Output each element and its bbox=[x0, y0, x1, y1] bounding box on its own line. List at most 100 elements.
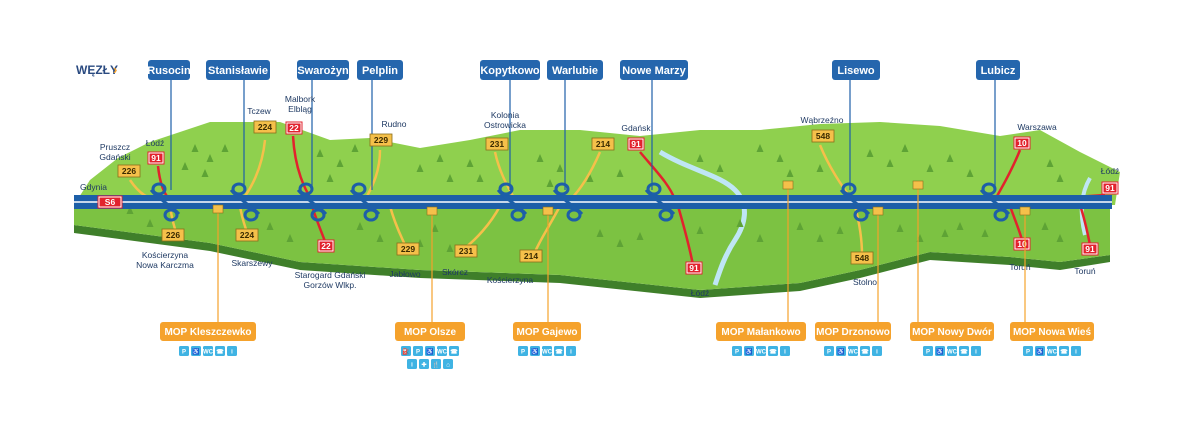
tree-icon bbox=[446, 174, 454, 182]
mop-name: MOP Olsze bbox=[404, 327, 456, 338]
service-icon: ♿ bbox=[744, 346, 754, 356]
junction-8[interactable]: Lisewo bbox=[832, 60, 880, 80]
service-icon: ♿ bbox=[530, 346, 540, 356]
tree-icon bbox=[266, 222, 274, 230]
shield-fill bbox=[235, 228, 259, 242]
town-label-lodz_w: Łódź bbox=[146, 138, 164, 148]
interchange-loop bbox=[554, 182, 570, 196]
shield-fill bbox=[811, 129, 835, 143]
junction-6[interactable]: Warlubie bbox=[547, 60, 603, 80]
service-icon-bg bbox=[407, 359, 417, 369]
junction-4[interactable]: Pelplin bbox=[357, 60, 403, 80]
service-icon-glyph: P bbox=[827, 350, 831, 356]
junction-9[interactable]: Lubicz bbox=[976, 60, 1020, 80]
shield-fill bbox=[1015, 239, 1029, 249]
service-icon: WC bbox=[203, 346, 214, 356]
service-icon-glyph: ♿ bbox=[1036, 348, 1044, 356]
service-icon: P bbox=[1023, 346, 1033, 356]
shield-fill bbox=[99, 197, 121, 207]
service-icon: P bbox=[923, 346, 933, 356]
junction-box bbox=[832, 60, 880, 80]
junction-box bbox=[480, 60, 540, 80]
junction-2[interactable]: Stanisławie bbox=[206, 60, 270, 80]
service-icon-bg bbox=[860, 346, 870, 356]
town-label-tczew: Tczew bbox=[247, 106, 271, 116]
junction-7[interactable]: Nowe Marzy bbox=[620, 60, 688, 80]
service-icon-bg bbox=[191, 346, 201, 356]
service-icon-bg bbox=[923, 346, 933, 356]
service-icon-bg bbox=[203, 346, 213, 356]
service-icon: P bbox=[824, 346, 834, 356]
service-icon: WC bbox=[1047, 346, 1058, 356]
road-shield-r91: 91 bbox=[1101, 181, 1119, 195]
shield-number: 22 bbox=[321, 241, 331, 251]
mop-name: MOP Małankowo bbox=[721, 327, 800, 338]
service-icon: i bbox=[566, 346, 576, 356]
junction-3[interactable]: Swarożyn bbox=[297, 60, 349, 80]
mop-name: MOP Kleszczewko bbox=[164, 327, 251, 338]
road-shield-r231: 231 bbox=[485, 137, 509, 151]
tree-icon bbox=[616, 239, 624, 247]
service-icon-bg bbox=[1047, 346, 1057, 356]
mop-box bbox=[395, 322, 465, 341]
service-icon: P bbox=[179, 346, 189, 356]
road-shield-r226: 226 bbox=[161, 228, 185, 242]
service-icon-bg bbox=[780, 346, 790, 356]
shield-fill bbox=[629, 139, 643, 149]
tree-icon bbox=[866, 149, 874, 157]
town-label-stolno: Stolno bbox=[853, 277, 877, 287]
service-icon-bg bbox=[1035, 346, 1045, 356]
service-icon-glyph: ♿ bbox=[426, 348, 434, 356]
road-shield-r548: 548 bbox=[811, 129, 835, 143]
service-icon-glyph: i bbox=[231, 350, 233, 356]
junction-box bbox=[297, 60, 349, 80]
service-icon: ♿ bbox=[836, 346, 846, 356]
interchange-ramp bbox=[552, 189, 584, 216]
tree-icon bbox=[926, 164, 934, 172]
service-icon: ♿ bbox=[191, 346, 201, 356]
service-icon-glyph: P bbox=[182, 350, 186, 356]
service-icon: P bbox=[413, 346, 423, 356]
shield-number: 226 bbox=[166, 230, 180, 240]
mop-marker-icon bbox=[212, 204, 224, 214]
service-icon-glyph: ☎ bbox=[960, 349, 968, 356]
service-icon-bg bbox=[1023, 346, 1033, 356]
terrain bbox=[74, 122, 1120, 298]
service-icon: ✚ bbox=[419, 359, 429, 369]
road-shield-s6: S6 bbox=[97, 195, 123, 209]
town-label-jablowo: Jabłowo bbox=[389, 269, 420, 279]
service-icon-bg bbox=[935, 346, 945, 356]
shield-fill bbox=[396, 242, 420, 256]
town-label-warszawa: Warszawa bbox=[1017, 122, 1057, 132]
shield-number: 231 bbox=[490, 139, 504, 149]
service-icon: WC bbox=[437, 346, 448, 356]
junction-name: Pelplin bbox=[362, 65, 398, 77]
tree-icon bbox=[351, 144, 359, 152]
service-icon-bg bbox=[848, 346, 858, 356]
mop-2[interactable]: MOP Olsze⛽P♿WC☎i✚🍴⌂ bbox=[395, 322, 465, 369]
tree-icon bbox=[416, 164, 424, 172]
service-icon-glyph: ☎ bbox=[450, 349, 458, 356]
service-icon-glyph: WC bbox=[756, 350, 767, 356]
service-icon-bg bbox=[401, 346, 411, 356]
junction-5[interactable]: Kopytkowo bbox=[480, 60, 540, 80]
junction-name: Swarożyn bbox=[297, 65, 349, 77]
junction-1[interactable]: Rusocin bbox=[147, 60, 191, 80]
road-shield-r214: 214 bbox=[591, 137, 615, 151]
service-icon-glyph: ☎ bbox=[769, 349, 777, 356]
tree-icon bbox=[946, 154, 954, 162]
tree-icon bbox=[376, 234, 384, 242]
service-icon-bg bbox=[443, 359, 453, 369]
service-icon-glyph: ☎ bbox=[216, 349, 224, 356]
service-icon: ☎ bbox=[959, 346, 969, 356]
service-icon: P bbox=[518, 346, 528, 356]
road-shield-r22: 22 bbox=[317, 239, 335, 253]
interchange-ramp bbox=[349, 189, 381, 216]
